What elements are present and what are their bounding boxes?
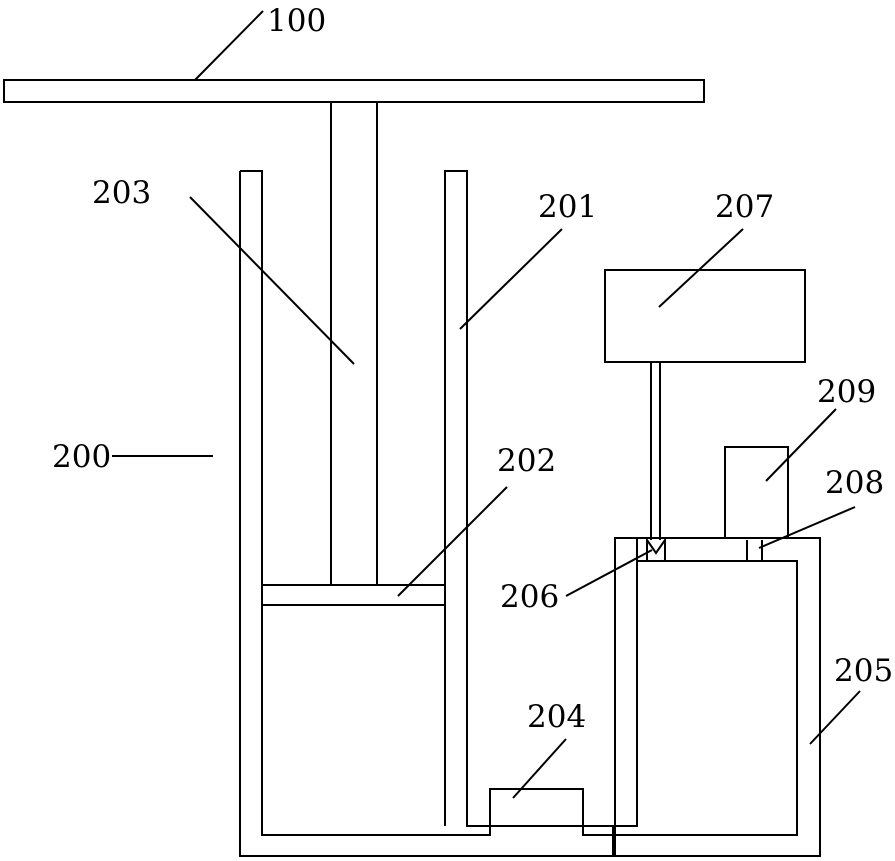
- label-208: 208: [825, 465, 884, 501]
- label-201: 201: [538, 189, 597, 225]
- cylinder-outer-wall: [240, 171, 797, 856]
- leader-202: [398, 487, 507, 596]
- leader-205: [810, 691, 860, 744]
- label-200: 200: [52, 439, 111, 475]
- leader-206: [566, 550, 652, 596]
- label-209: 209: [817, 374, 876, 410]
- leader-207: [659, 229, 743, 307]
- top-plate: [4, 80, 704, 102]
- label-207: 207: [715, 189, 774, 225]
- sensor-block: [725, 447, 788, 538]
- leader-100: [195, 11, 263, 80]
- cylinder-left-wall: [240, 171, 613, 856]
- piston-rod: [331, 102, 377, 585]
- label-206: 206: [500, 579, 559, 615]
- piston-head: [262, 585, 445, 605]
- vent: [747, 540, 762, 561]
- label-202: 202: [497, 443, 556, 479]
- label-204: 204: [527, 699, 586, 735]
- reservoir-housing: [613, 538, 820, 856]
- leader-208: [759, 507, 855, 548]
- channel-bump: [467, 789, 613, 826]
- control-box: [605, 270, 805, 362]
- label-205: 205: [834, 653, 893, 689]
- leader-203: [190, 197, 354, 364]
- label-100: 100: [267, 3, 326, 39]
- leader-201: [460, 229, 562, 329]
- label-203: 203: [92, 175, 151, 211]
